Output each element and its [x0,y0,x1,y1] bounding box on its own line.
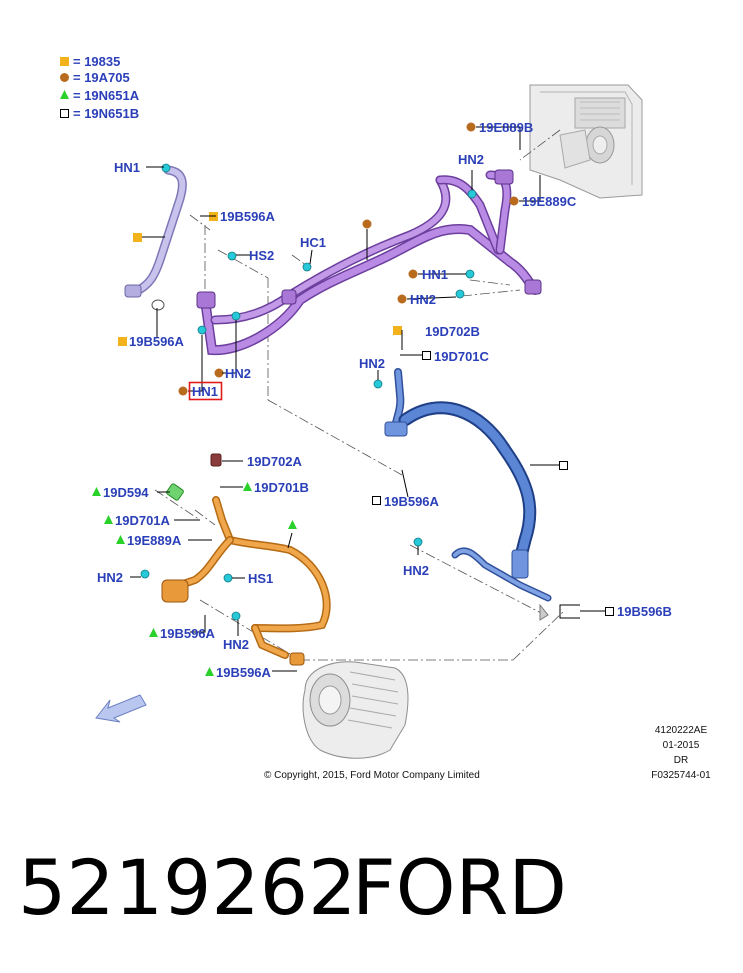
legend-text-1: = 19835 [73,54,120,69]
label-hn2-orange: HN2 [97,570,123,585]
cap-19D702A [210,453,222,467]
label-hn1-highlighted: HN1 [192,384,218,399]
blue-line [384,368,552,621]
clip-icon [223,573,233,583]
clip-icon [467,189,477,199]
label-19B596A-2: 19B596A [129,334,185,349]
copyright: © Copyright, 2015, Ford Motor Company Li… [264,770,480,781]
label-19E889B: 19E889B [479,120,533,135]
meta-dr: DR [674,755,688,766]
label-19B596A-4: 19B596A [160,626,216,641]
label-19D701A: 19D701A [115,513,171,528]
label-19D702A: 19D702A [247,454,303,469]
clip-icon [140,569,150,579]
label-hn2-orange-2: HN2 [223,637,249,652]
label-19E889C: 19E889C [522,194,577,209]
label-19B596A-1: 19B596A [220,209,276,224]
orange-lines [161,453,331,666]
dash-dot-leaders [154,129,564,661]
label-hn1-right: HN1 [422,267,448,282]
meta-ref: F0325744-01 [651,770,711,781]
clip-icon [302,262,312,272]
meta-code: 4120222AE [655,725,708,736]
label-19B596A-3: 19B596A [384,494,440,509]
legend: = 19835 = 19A705 = 19N651A = 19N651B [60,54,140,121]
clip-icon [227,251,237,261]
label-19B596A-5: 19B596A [216,665,272,680]
label-hn2-right: HN2 [410,292,436,307]
clip-icon [161,163,171,173]
legend-triangle-filled-icon [60,90,69,99]
clip-icon [413,537,423,547]
label-hs1: HS1 [248,571,273,586]
label-hs2: HS2 [249,248,274,263]
label-hn2-mid: HN2 [225,366,251,381]
label-19D701C: 19D701C [434,349,490,364]
label-hc1: HC1 [300,235,326,250]
label-hn2-top: HN2 [458,152,484,167]
meta-date: 01-2015 [663,740,700,751]
evaporator-unit [529,84,643,199]
clip-icon [455,289,465,299]
legend-text-4: = 19N651B [73,106,139,121]
legend-circle-filled-icon [60,73,69,82]
label-19D702B: 19D702B [425,324,480,339]
front-direction-arrow-icon [95,694,147,723]
label-hn1-left: HN1 [114,160,140,175]
hn1-highlight-box [188,381,223,401]
label-19B596B: 19B596B [617,604,672,619]
diagram-meta: 4120222AE 01-2015 DR F0325744-01 © Copyr… [264,725,711,781]
connector-19D594 [166,483,184,501]
legend-text-3: = 19N651A [73,88,140,103]
purple-lines [196,169,542,356]
clip-icon [231,311,241,321]
label-19D701B: 19D701B [254,480,309,495]
compressor [302,661,409,759]
brand-name: FORD [352,843,567,932]
callout-labels: 19E889B 19E889C HN2 HN1 19B596A HS2 HC1 … [97,120,672,680]
symbol-markers [92,122,614,676]
label-19D594: 19D594 [103,485,149,500]
legend-square-filled-icon [60,57,69,66]
label-hn2-blue: HN2 [359,356,385,371]
clip-icon [231,611,241,621]
label-19E889A: 19E889A [127,533,182,548]
label-hn2-blue-2: HN2 [403,563,429,578]
clip-icon [465,269,475,279]
clip-icon [373,379,383,389]
legend-square-outline-icon [60,109,69,118]
leader-lines [130,126,605,672]
lavender-suction-line [124,165,187,311]
part-number: 5219262 [18,843,357,932]
legend-text-2: = 19A705 [73,70,130,85]
clip-icon [197,325,207,335]
